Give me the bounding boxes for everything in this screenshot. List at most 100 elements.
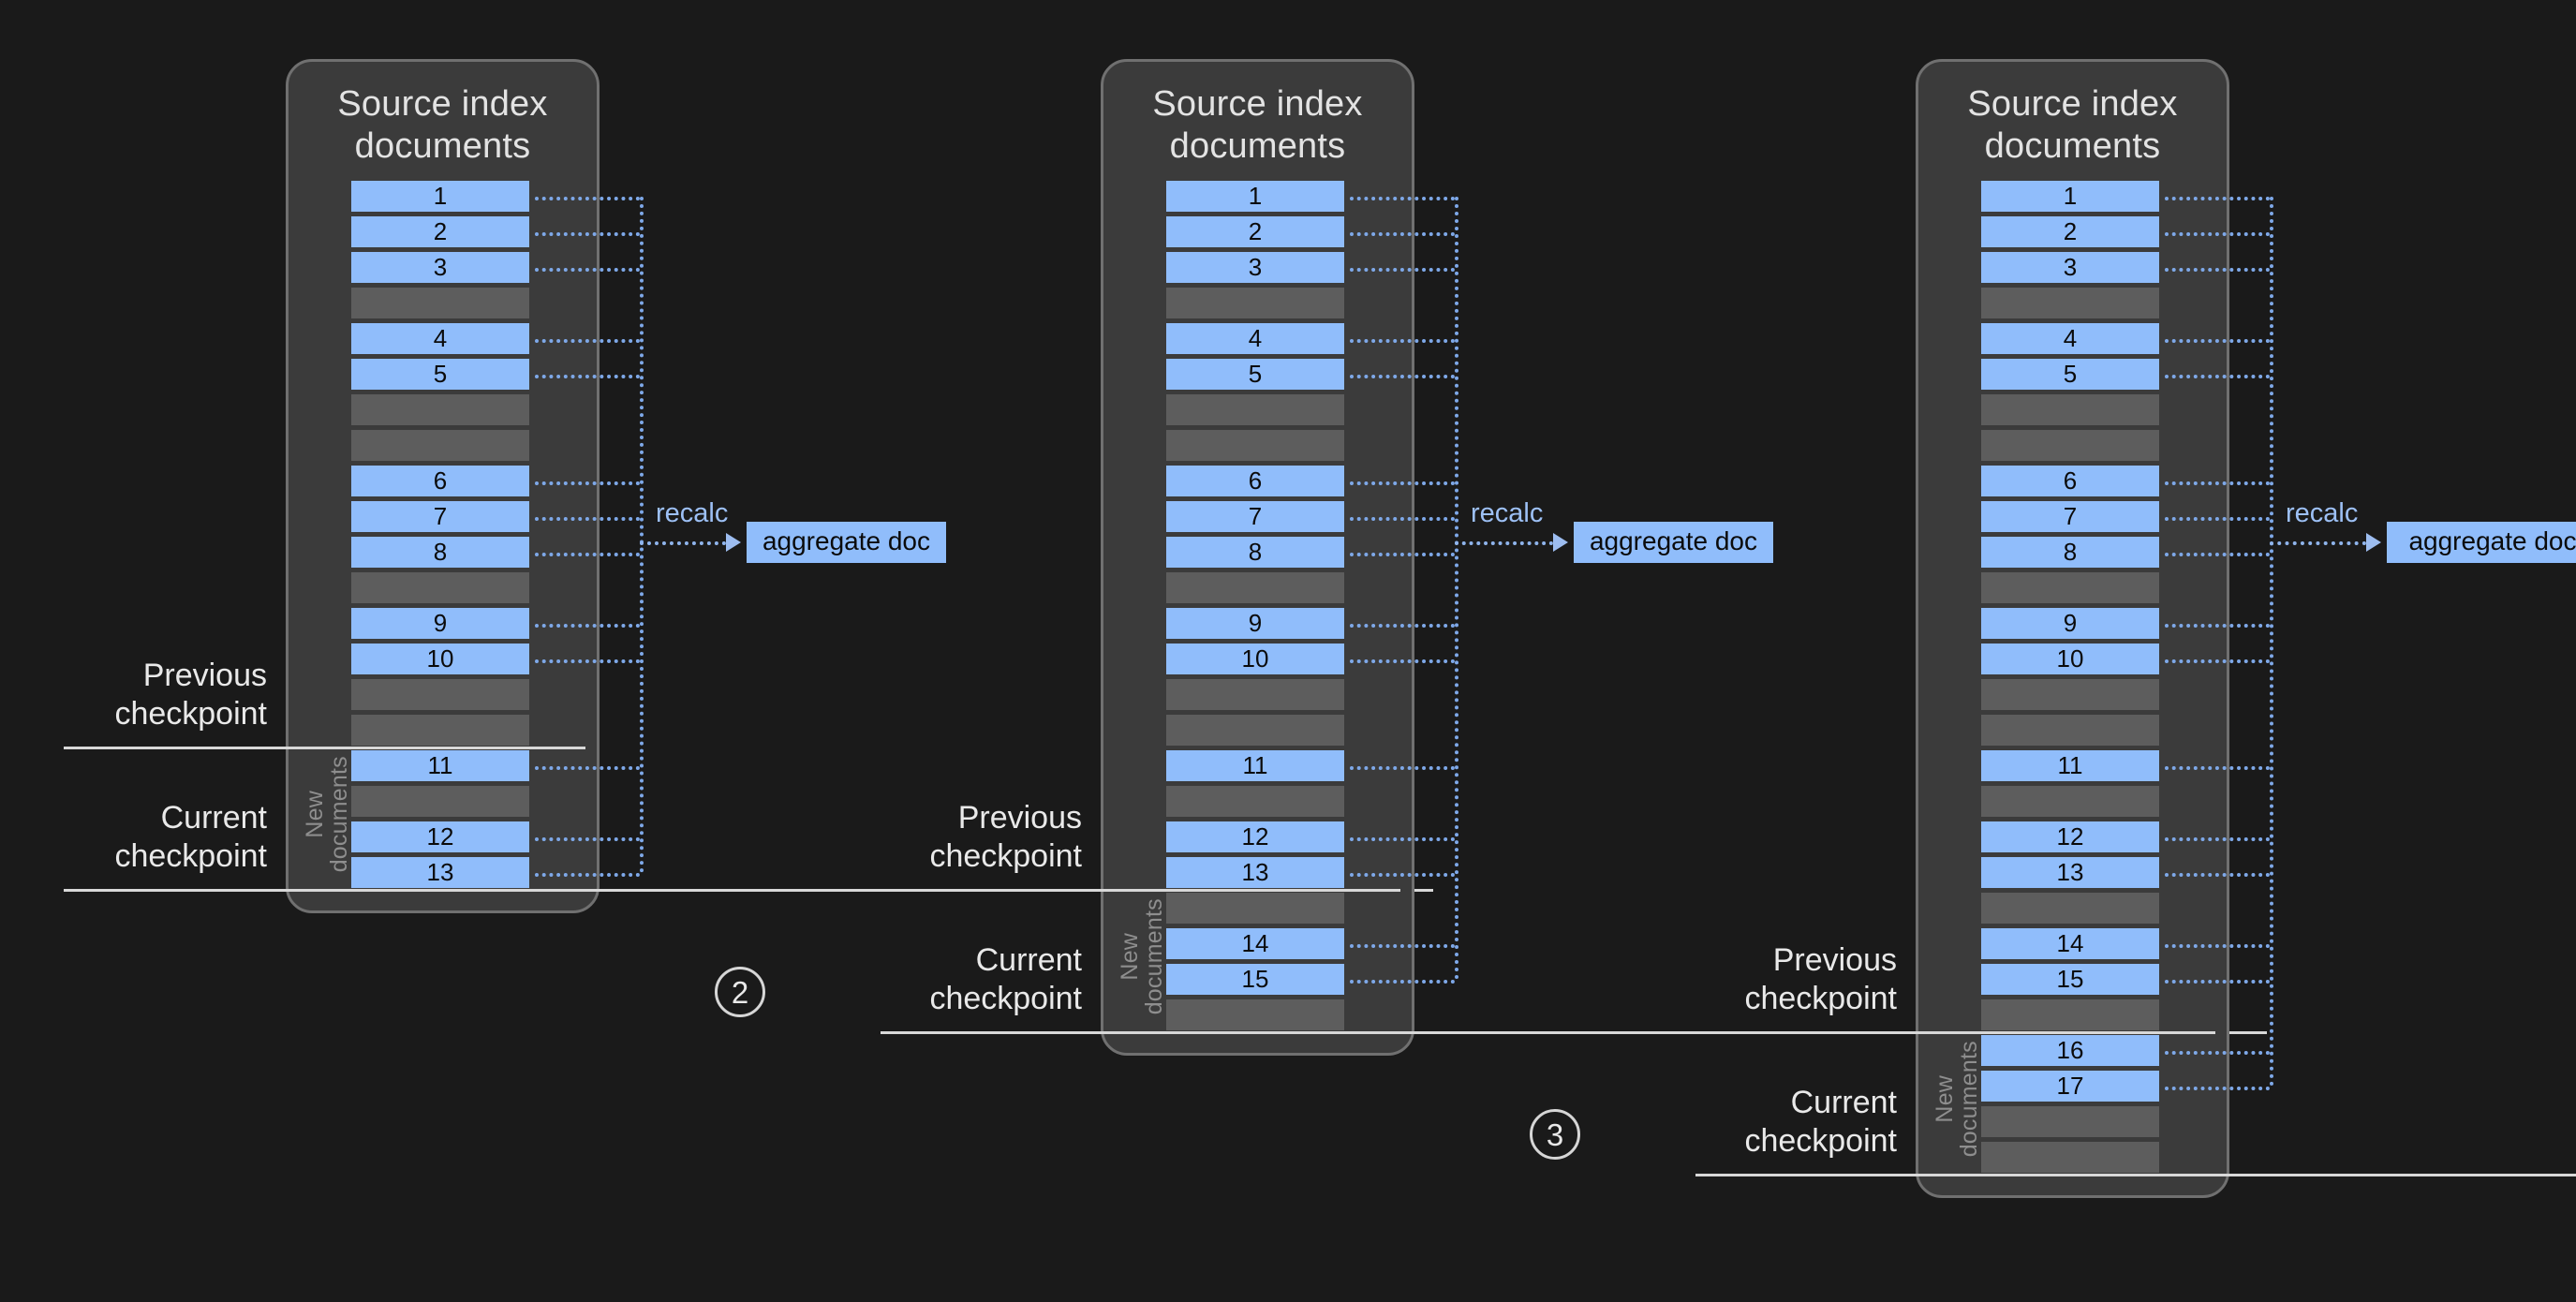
connector-line — [2165, 268, 2270, 272]
panel-title: Source index documents — [1967, 84, 2178, 166]
new-documents-label: New documents — [1116, 898, 1167, 1015]
empty-row — [351, 715, 529, 746]
empty-row — [1166, 288, 1344, 318]
connector-line — [1350, 624, 1455, 628]
current-checkpoint-line — [881, 1031, 2267, 1034]
connector-line — [1350, 944, 1455, 948]
document-row: 7 — [1981, 501, 2159, 532]
document-row: 1 — [351, 181, 529, 212]
connector-line — [2165, 873, 2270, 877]
document-row: 6 — [351, 466, 529, 496]
recalc-label: recalc — [1471, 498, 1544, 528]
connector-line — [1350, 837, 1455, 841]
document-row: 1 — [1166, 181, 1344, 212]
connector-line — [1350, 553, 1455, 556]
document-row: 9 — [351, 608, 529, 639]
connector-line — [2165, 944, 2270, 948]
empty-row — [1981, 1106, 2159, 1137]
recalc-arrow-head — [726, 533, 741, 552]
connector-line — [1350, 197, 1455, 200]
new-documents-label: New documents — [1931, 1041, 1982, 1158]
document-row: 1 — [1981, 181, 2159, 212]
connector-line — [2165, 624, 2270, 628]
connector-line — [535, 232, 640, 236]
empty-row — [1981, 786, 2159, 817]
connector-line — [535, 766, 640, 770]
new-documents-label: New documents — [301, 756, 352, 873]
document-row: 15 — [1981, 964, 2159, 995]
panel-title: Source index documents — [1152, 84, 1363, 166]
connector-line — [2165, 980, 2270, 984]
current-checkpoint-label: Current checkpoint — [114, 800, 267, 875]
document-row: 5 — [1166, 359, 1344, 390]
empty-row — [351, 786, 529, 817]
document-row: 9 — [1981, 608, 2159, 639]
document-row: 7 — [1166, 501, 1344, 532]
previous-checkpoint-line — [881, 889, 1400, 892]
step-number-badge: 2 — [715, 967, 765, 1017]
document-row: 12 — [1166, 821, 1344, 852]
empty-row — [1981, 893, 2159, 924]
empty-row — [351, 288, 529, 318]
empty-row — [1166, 572, 1344, 603]
empty-row — [1166, 679, 1344, 710]
connector-bus — [640, 197, 644, 873]
document-row: 10 — [1981, 644, 2159, 674]
connector-line — [2165, 375, 2270, 378]
empty-row — [351, 572, 529, 603]
recalc-arrow-head — [2366, 533, 2381, 552]
current-checkpoint-label: Current checkpoint — [929, 942, 1082, 1017]
connector-line — [1350, 375, 1455, 378]
empty-row — [1166, 394, 1344, 425]
empty-row — [1981, 430, 2159, 461]
recalc-label: recalc — [656, 498, 729, 528]
connector-line — [2165, 481, 2270, 485]
document-row: 12 — [1981, 821, 2159, 852]
connector-line — [535, 659, 640, 663]
connector-line — [2165, 232, 2270, 236]
recalc-arrow-head — [1553, 533, 1568, 552]
aggregate-doc-box: aggregate doc — [2387, 522, 2576, 563]
document-row: 17 — [1981, 1071, 2159, 1102]
connector-line — [2165, 517, 2270, 521]
empty-row — [1981, 999, 2159, 1030]
connector-line — [535, 268, 640, 272]
previous-checkpoint-label: Previous checkpoint — [114, 658, 267, 732]
connector-line — [2165, 553, 2270, 556]
connector-line — [535, 553, 640, 556]
empty-row — [351, 430, 529, 461]
document-row: 2 — [351, 216, 529, 247]
document-row: 3 — [351, 252, 529, 283]
document-row: 6 — [1166, 466, 1344, 496]
connector-line — [535, 517, 640, 521]
document-row: 10 — [351, 644, 529, 674]
empty-row — [1166, 999, 1344, 1030]
aggregate-doc-box: aggregate doc — [747, 522, 946, 563]
current-checkpoint-line — [64, 889, 1433, 892]
recalc-arrow-line — [640, 541, 726, 545]
document-row: 11 — [1981, 750, 2159, 781]
connector-line — [1350, 766, 1455, 770]
document-row: 5 — [351, 359, 529, 390]
document-row: 15 — [1166, 964, 1344, 995]
recalc-label: recalc — [2286, 498, 2359, 528]
document-row: 6 — [1981, 466, 2159, 496]
connector-line — [1350, 268, 1455, 272]
connector-line — [2165, 1051, 2270, 1055]
document-row: 5 — [1981, 359, 2159, 390]
empty-row — [1981, 288, 2159, 318]
empty-row — [1166, 715, 1344, 746]
document-row: 8 — [1981, 537, 2159, 568]
document-row: 13 — [1981, 857, 2159, 888]
document-row: 4 — [351, 323, 529, 354]
connector-line — [1350, 481, 1455, 485]
document-row: 14 — [1166, 928, 1344, 959]
connector-line — [1350, 980, 1455, 984]
empty-row — [1981, 1142, 2159, 1173]
connector-bus — [2270, 197, 2273, 1087]
connector-line — [1350, 873, 1455, 877]
connector-line — [2165, 659, 2270, 663]
previous-checkpoint-label: Previous checkpoint — [929, 800, 1082, 875]
document-row: 2 — [1981, 216, 2159, 247]
